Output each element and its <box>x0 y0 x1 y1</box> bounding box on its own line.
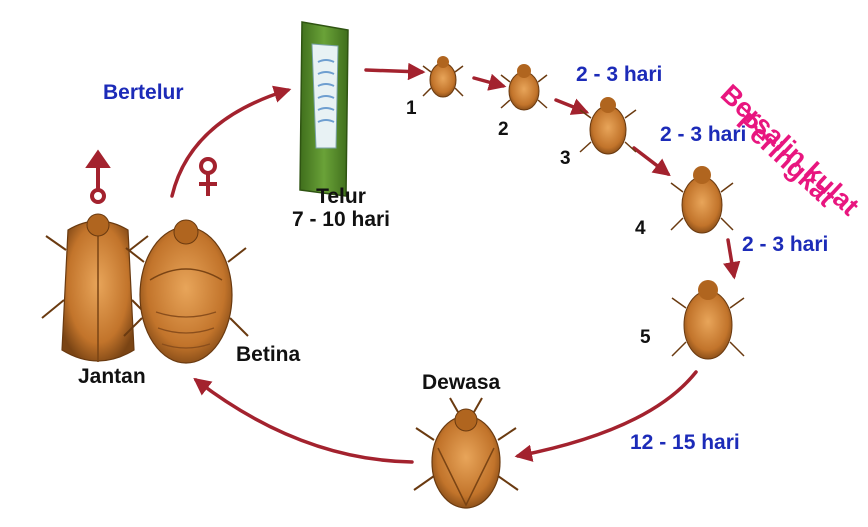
stage-number-4: 4 <box>635 218 646 239</box>
female-bug-illustration <box>123 219 249 364</box>
label-jantan: Jantan <box>78 365 146 388</box>
stage-duration-3: 2 - 3 hari <box>742 233 829 256</box>
male-bug-illustration <box>41 213 151 362</box>
nymph-stage-5-illustration <box>671 280 745 360</box>
male-symbol-icon <box>85 149 111 204</box>
stage-number-2: 2 <box>498 119 509 140</box>
label-peringkat-group: Peringkat Bersalin kulat <box>715 66 865 241</box>
label-betina: Betina <box>236 343 301 366</box>
cycle-arrows <box>170 62 741 464</box>
nymph-stage-4-illustration <box>670 166 734 234</box>
egg-leaf-illustration <box>299 21 349 197</box>
stage-duration-2: 2 - 3 hari <box>660 123 747 146</box>
nymph-stage-2-illustration <box>500 64 548 111</box>
stage-duration-4: 12 - 15 hari <box>630 431 740 454</box>
adult-bug-illustration <box>413 397 519 509</box>
label-telur: Telur 7 - 10 hari <box>286 186 396 230</box>
arrow-egg-to-stage1 <box>364 62 426 81</box>
label-dewasa: Dewasa <box>422 371 501 394</box>
arrow-stage5-to-adult <box>514 370 698 462</box>
nymph-stage-3-illustration <box>579 97 637 155</box>
arrow-stage4-to-stage5 <box>723 238 741 280</box>
label-peringkat-line2: Bersalin kulat <box>714 78 865 222</box>
stage-number-5: 5 <box>640 327 651 348</box>
arrow-female-to-egg <box>170 85 292 198</box>
stage-duration-1: 2 - 3 hari <box>576 63 663 86</box>
label-telur-title: Telur <box>316 185 366 208</box>
stage-number-3: 3 <box>560 148 571 169</box>
female-symbol-icon <box>199 157 217 196</box>
arrow-stage3-to-stage4 <box>632 146 671 177</box>
label-telur-duration: 7 - 10 hari <box>291 208 391 231</box>
arrow-adult-to-male <box>193 377 414 464</box>
label-bertelur: Bertelur <box>103 81 184 104</box>
nymph-stage-1-illustration <box>422 56 464 98</box>
arrow-stage1-to-stage2 <box>472 73 507 91</box>
stage-number-1: 1 <box>406 98 417 119</box>
